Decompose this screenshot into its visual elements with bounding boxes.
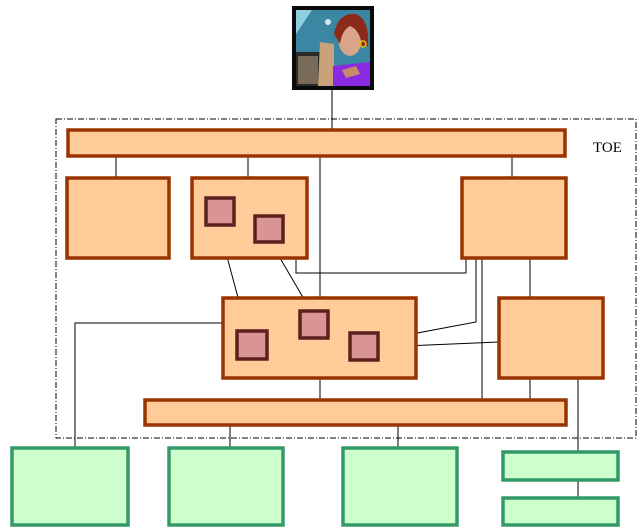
user-at-computer-icon <box>292 6 374 90</box>
component-left <box>67 178 169 258</box>
top-bus <box>68 130 565 156</box>
external-component <box>503 452 618 480</box>
toe-boundary <box>56 119 636 438</box>
module <box>206 198 234 225</box>
module <box>255 216 283 242</box>
module <box>237 331 267 359</box>
external-component <box>169 448 283 525</box>
toe-label: TOE <box>593 140 622 156</box>
component-middle-right <box>499 298 603 378</box>
bottom-bus <box>145 400 566 425</box>
component-right <box>462 178 566 258</box>
external-component <box>12 448 128 525</box>
module <box>300 311 328 338</box>
module <box>350 333 378 360</box>
external-component <box>343 448 457 525</box>
external-component <box>503 498 618 525</box>
